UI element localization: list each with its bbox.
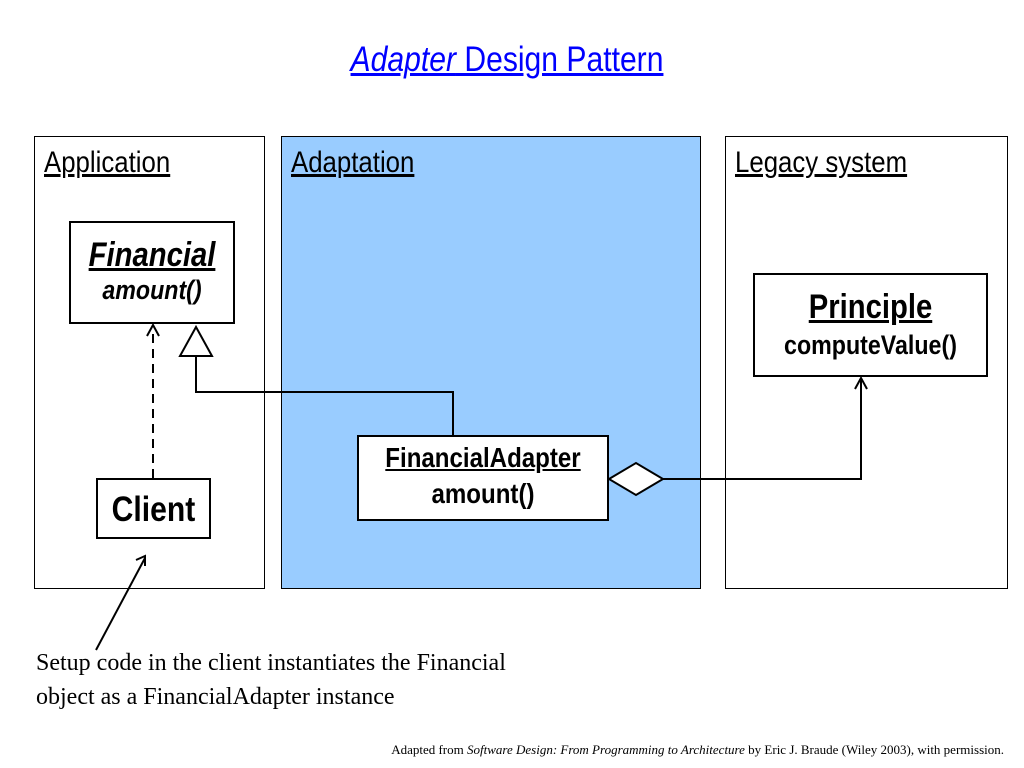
- adaptation-label: Adaptation: [291, 146, 415, 179]
- credit-suffix: by Eric J. Braude (Wiley 2003), with per…: [744, 742, 1004, 757]
- application-label: Application: [44, 146, 171, 179]
- financial-adapter-class-box: FinancialAdapter amount(): [357, 435, 609, 521]
- principle-class-box: Principle computeValue(): [753, 273, 988, 377]
- title-emphasis: Adapter: [350, 40, 456, 79]
- financial-class-name: Financial: [88, 236, 216, 274]
- source-credit: Adapted from Software Design: From Progr…: [391, 742, 1004, 758]
- setup-note-line-1: Setup code in the client instantiates th…: [36, 650, 506, 676]
- setup-note-line-2: object as a FinancialAdapter instance: [36, 684, 395, 710]
- principle-class-name: Principle: [808, 288, 933, 326]
- principle-operation: computeValue(): [784, 330, 957, 360]
- financial-adapter-operation: amount(): [431, 478, 535, 509]
- page-title: Adapter Design Pattern: [71, 38, 943, 82]
- credit-book-title: Software Design: From Programming to Arc…: [467, 742, 745, 757]
- legacy-system-label: Legacy system: [735, 146, 908, 179]
- client-class-box: Client: [96, 478, 211, 539]
- setup-note: Setup code in the client instantiates th…: [36, 646, 506, 714]
- adaptation-region: [281, 136, 701, 589]
- title-rest: Design Pattern: [455, 40, 664, 79]
- credit-prefix: Adapted from: [391, 742, 467, 757]
- financial-class-box: Financial amount(): [69, 221, 235, 324]
- client-class-name: Client: [111, 490, 196, 529]
- financial-adapter-class-name: FinancialAdapter: [385, 442, 581, 473]
- financial-operation: amount(): [102, 275, 202, 305]
